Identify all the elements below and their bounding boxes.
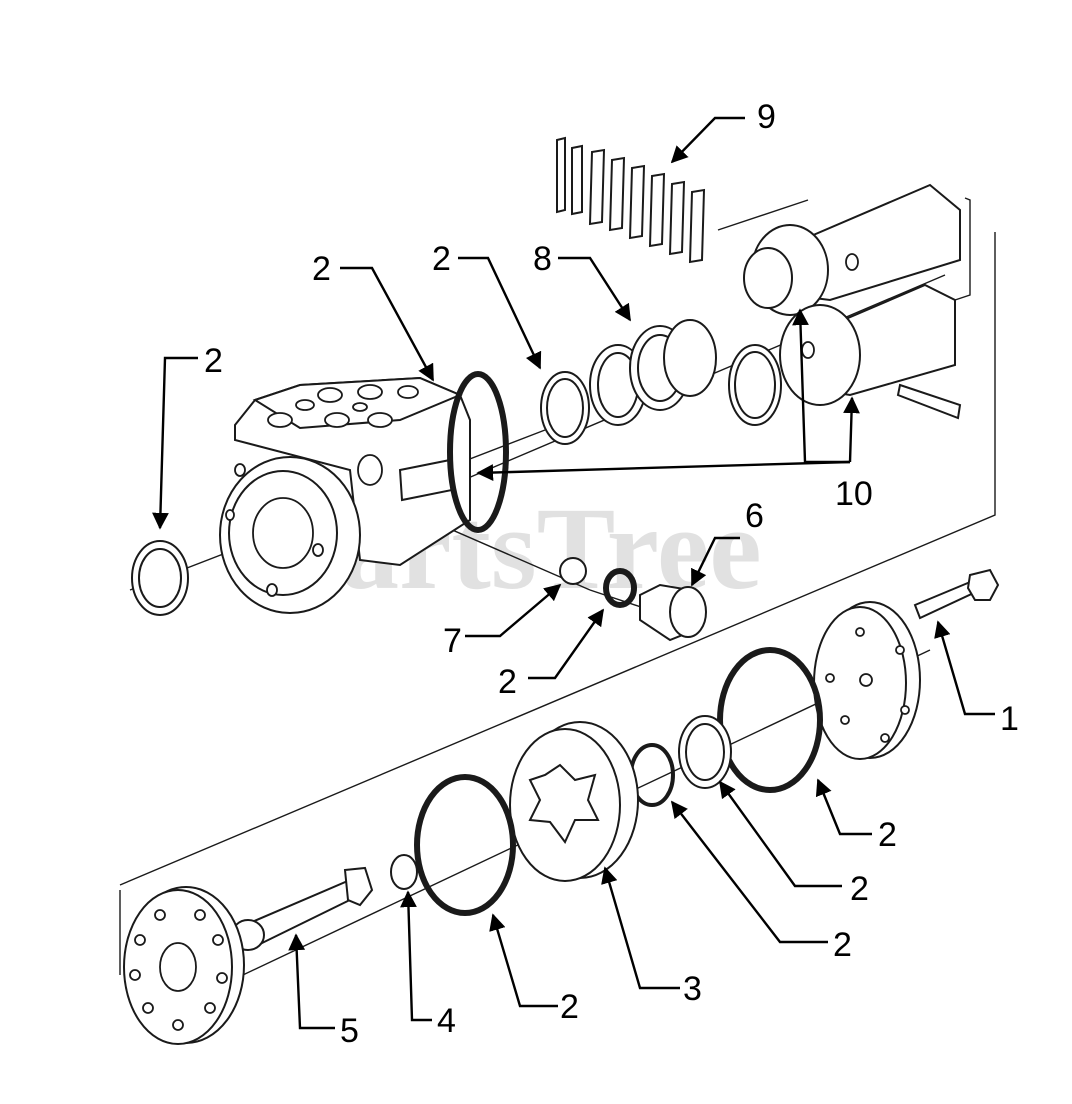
check-ball [559,557,587,585]
end-plate-left [123,886,245,1045]
spacer [390,854,418,890]
spacer-and-drive-shaft [231,854,418,951]
steering-unit-housing [219,371,509,614]
check-valve-parts [559,557,707,642]
bearing-race-rings [540,319,782,445]
leader-lines [152,116,995,1030]
seal-ring-left [131,540,189,616]
callout-3: 3 [683,970,702,1008]
callout-2-bearing-seal: 2 [432,240,451,278]
seal-ring-gerotor [414,774,516,916]
cap-screw [913,568,1000,620]
callout-2-left-seal: 2 [204,342,223,380]
seal-ring-large-right [717,647,823,793]
callout-2-plug-seal: 2 [498,663,517,701]
callout-10: 10 [835,475,873,513]
callout-2-gerotor-seal: 2 [560,988,579,1026]
callout-2-small-seal: 2 [833,926,852,964]
callout-8: 8 [533,240,552,278]
centering-springs [556,136,706,264]
callout-9: 9 [757,98,776,136]
callout-2-endcap-seal: 2 [878,816,897,854]
gerotor-set [509,721,639,882]
callout-labels: 9 8 2 2 2 10 6 7 2 1 2 2 2 3 2 4 5 [204,98,1019,1050]
callout-5: 5 [340,1012,359,1050]
wear-plate-ring [678,715,732,789]
callout-1: 1 [1000,700,1019,738]
callout-6: 6 [745,497,764,535]
callout-7: 7 [443,622,462,660]
callout-2-wearplate: 2 [850,870,869,908]
callout-4: 4 [437,1002,456,1040]
callout-2-housing-seal: 2 [312,250,331,288]
end-cap [813,601,921,760]
